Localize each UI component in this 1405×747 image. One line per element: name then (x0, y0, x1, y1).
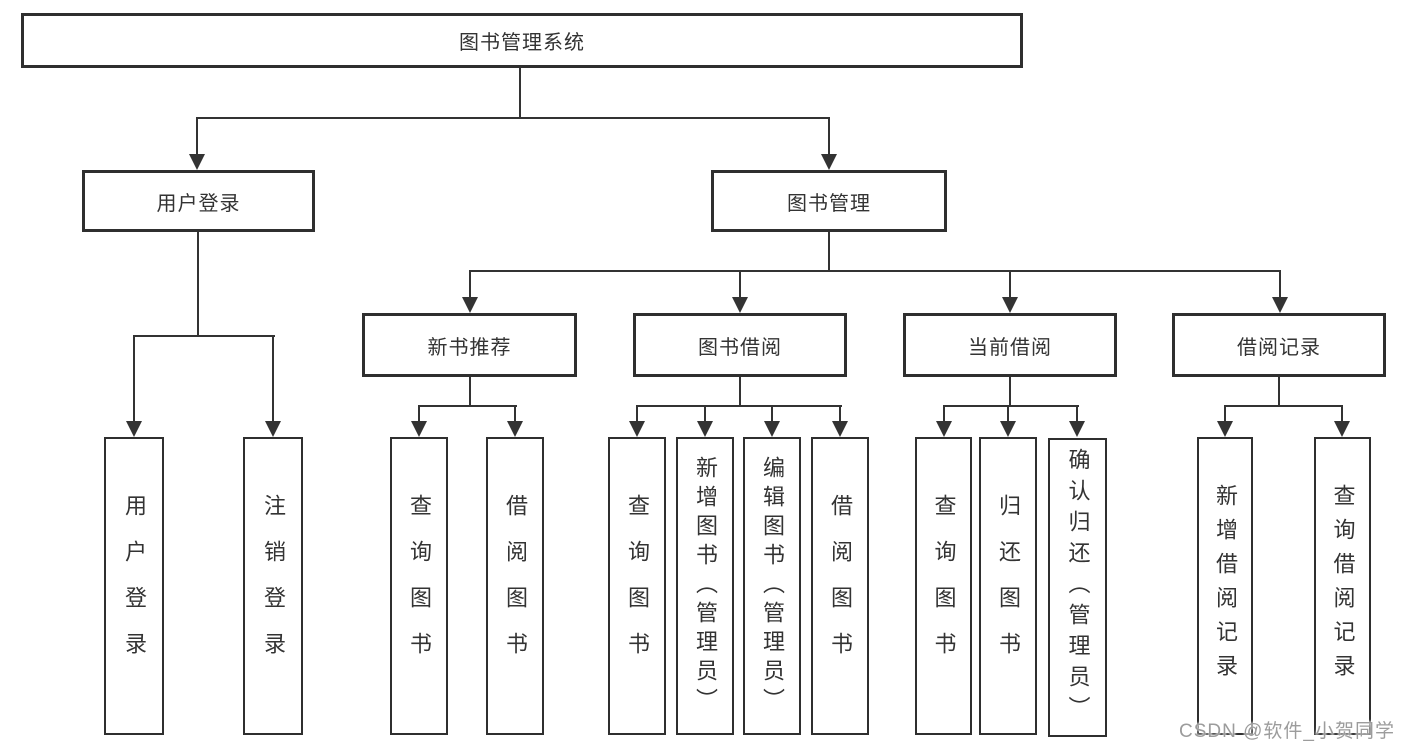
arrow-down-icon (1069, 421, 1085, 437)
arrow-down-icon (629, 421, 645, 437)
leaf-edit-books-admin: 编辑图书（管理员） (743, 437, 801, 735)
arrow-down-icon (1334, 421, 1350, 437)
arrow-down-icon (821, 154, 837, 170)
arrow-down-icon (1217, 421, 1233, 437)
leaf-query-borrow-record: 查询借阅记录 (1314, 437, 1371, 735)
connector-line (704, 405, 706, 425)
connector-line (197, 232, 199, 337)
connector-line (1076, 405, 1078, 425)
connector-line (1224, 405, 1226, 425)
leaf-query-books: 查询图书 (915, 437, 972, 735)
connector-line (469, 270, 1281, 272)
connector-line (133, 335, 275, 337)
connector-line (196, 117, 830, 119)
arrow-down-icon (1002, 297, 1018, 313)
connector-line (514, 405, 516, 425)
arrow-down-icon (189, 154, 205, 170)
connector-line (943, 405, 1079, 407)
csdn-watermark: CSDN @软件_小贺同学 (1179, 721, 1395, 742)
arrow-down-icon (507, 421, 523, 437)
connector-line (828, 232, 830, 272)
leaf-query-books: 查询图书 (390, 437, 448, 735)
connector-line (771, 405, 773, 425)
connector-line (1224, 405, 1343, 407)
arrow-down-icon (832, 421, 848, 437)
connector-line (636, 405, 842, 407)
arrow-down-icon (1000, 421, 1016, 437)
connector-line (418, 405, 420, 425)
arrow-down-icon (936, 421, 952, 437)
leaf-add-books-admin: 新增图书（管理员） (676, 437, 734, 735)
leaf-user-login: 用户登录 (104, 437, 164, 735)
leaf-borrow-books: 借阅图书 (486, 437, 544, 735)
arrow-down-icon (1272, 297, 1288, 313)
connector-line (196, 117, 198, 157)
node-current-borrowing: 当前借阅 (903, 313, 1117, 377)
connector-line (418, 405, 517, 407)
connector-line (1278, 377, 1280, 407)
node-root-system: 图书管理系统 (21, 13, 1023, 68)
arrow-down-icon (732, 297, 748, 313)
node-borrowing-records: 借阅记录 (1172, 313, 1386, 377)
leaf-add-borrow-record: 新增借阅记录 (1197, 437, 1253, 735)
leaf-confirm-return-admin: 确认归还（管理员） (1048, 438, 1107, 737)
arrow-down-icon (126, 421, 142, 437)
arrow-down-icon (764, 421, 780, 437)
connector-line (469, 377, 471, 407)
connector-line (943, 405, 945, 425)
node-user-login: 用户登录 (82, 170, 315, 232)
arrow-down-icon (697, 421, 713, 437)
connector-line (1007, 405, 1009, 425)
leaf-borrow-books: 借阅图书 (811, 437, 869, 735)
connector-line (1279, 270, 1281, 299)
connector-line (839, 405, 841, 425)
leaf-return-books: 归还图书 (979, 437, 1037, 735)
arrow-down-icon (265, 421, 281, 437)
connector-line (1009, 270, 1011, 299)
connector-line (133, 335, 135, 423)
connector-line (469, 270, 471, 299)
connector-line (739, 270, 741, 299)
node-new-book-recommend: 新书推荐 (362, 313, 577, 377)
connector-line (519, 68, 521, 119)
node-book-management: 图书管理 (711, 170, 947, 232)
connector-line (636, 405, 638, 425)
connector-line (1341, 405, 1343, 425)
arrow-down-icon (411, 421, 427, 437)
node-book-borrowing: 图书借阅 (633, 313, 847, 377)
connector-line (1009, 377, 1011, 407)
connector-line (272, 335, 274, 423)
leaf-logout: 注销登录 (243, 437, 303, 735)
connector-line (828, 117, 830, 157)
leaf-query-books: 查询图书 (608, 437, 666, 735)
connector-line (739, 377, 741, 407)
arrow-down-icon (462, 297, 478, 313)
